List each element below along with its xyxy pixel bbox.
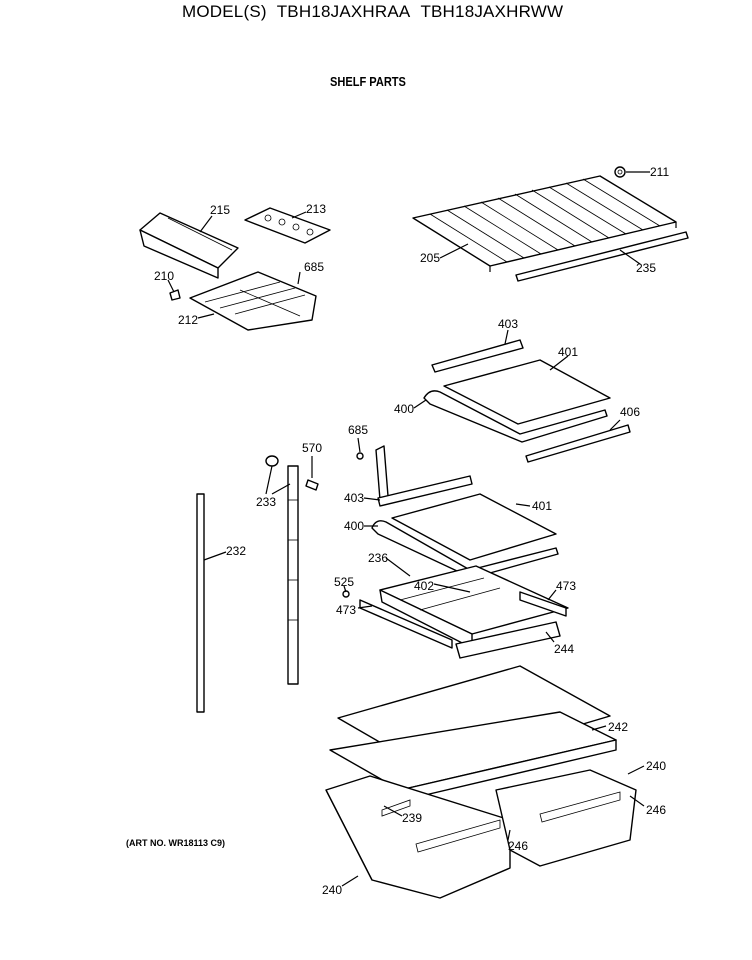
part-232-shelf-ladder-left [196,493,205,713]
callout-473-right: 473 [556,579,576,593]
part-215-door-bin [139,212,239,279]
callout-235: 235 [636,261,656,275]
part-685-screw [356,452,364,460]
callout-401-middle: 401 [532,499,552,513]
callout-205: 205 [420,251,440,265]
section-title: SHELF PARTS [330,74,406,89]
page-title: MODEL(S) TBH18JAXHRAA TBH18JAXHRWW [182,2,573,22]
callout-246-right: 246 [646,803,666,817]
callout-403-upper: 403 [498,317,518,331]
part-400-shelf-frame-middle [371,520,559,579]
part-236-drawer-assembly [379,565,569,649]
part-233-shelf-ladder-right [287,465,299,685]
callout-242: 242 [608,720,628,734]
art-number: (ART NO. WR18113 C9) [126,838,226,848]
callout-525: 525 [334,575,354,589]
callout-215: 215 [210,203,230,217]
callout-210: 210 [154,269,174,283]
callout-246-left: 246 [508,839,528,853]
callout-239: 239 [402,811,422,825]
model-number-1: TBH18JAXHRAA [276,2,411,21]
part-205-wire-shelf [412,175,677,272]
model-prefix: MODEL(S) [182,2,267,21]
callout-473-left: 473 [336,603,356,617]
callout-233: 233 [256,495,276,509]
part-406-shelf-trim [525,424,631,463]
part-233-clip [265,455,279,467]
callout-401-upper: 401 [558,345,578,359]
part-403-shelf-support-upper [431,339,524,373]
callout-211: 211 [650,165,669,179]
callout-400-upper: 400 [394,402,414,416]
part-213-egg-tray [244,207,331,244]
part-403-shelf-support-middle [377,475,473,507]
part-401-glass-shelf-middle [391,493,557,561]
part-212-dairy-shelf [189,271,317,331]
part-401-glass-shelf-upper [443,359,611,425]
callout-406: 406 [620,405,640,419]
callout-685-top: 685 [304,260,324,274]
part-244-drawer-cover [455,621,561,659]
part-400-shelf-frame-upper [423,390,608,443]
callout-213: 213 [306,202,326,216]
part-211-cap [614,166,626,178]
callout-212: 212 [178,313,198,327]
part-235-shelf-rail [515,231,689,282]
callout-685-middle: 685 [348,423,368,437]
model-number-2: TBH18JAXHRWW [420,2,564,21]
part-210-screw [169,289,181,301]
shelf-bracket [375,445,389,501]
callout-240-left: 240 [322,883,342,897]
callout-232: 232 [226,544,246,558]
part-240-crisper-drawer-left [325,775,511,899]
part-240-crisper-drawer-right [495,769,637,867]
part-570-screw [305,479,319,491]
callout-240-right: 240 [646,759,666,773]
callout-400-middle: 400 [344,519,364,533]
callout-570: 570 [302,441,322,455]
callout-402: 402 [414,579,434,593]
callout-244: 244 [554,642,574,656]
callout-236: 236 [368,551,388,565]
callout-403-middle: 403 [344,491,364,505]
part-473-slide-left [359,599,453,649]
leader-lines [167,171,650,887]
part-473-slide-right [519,591,567,617]
